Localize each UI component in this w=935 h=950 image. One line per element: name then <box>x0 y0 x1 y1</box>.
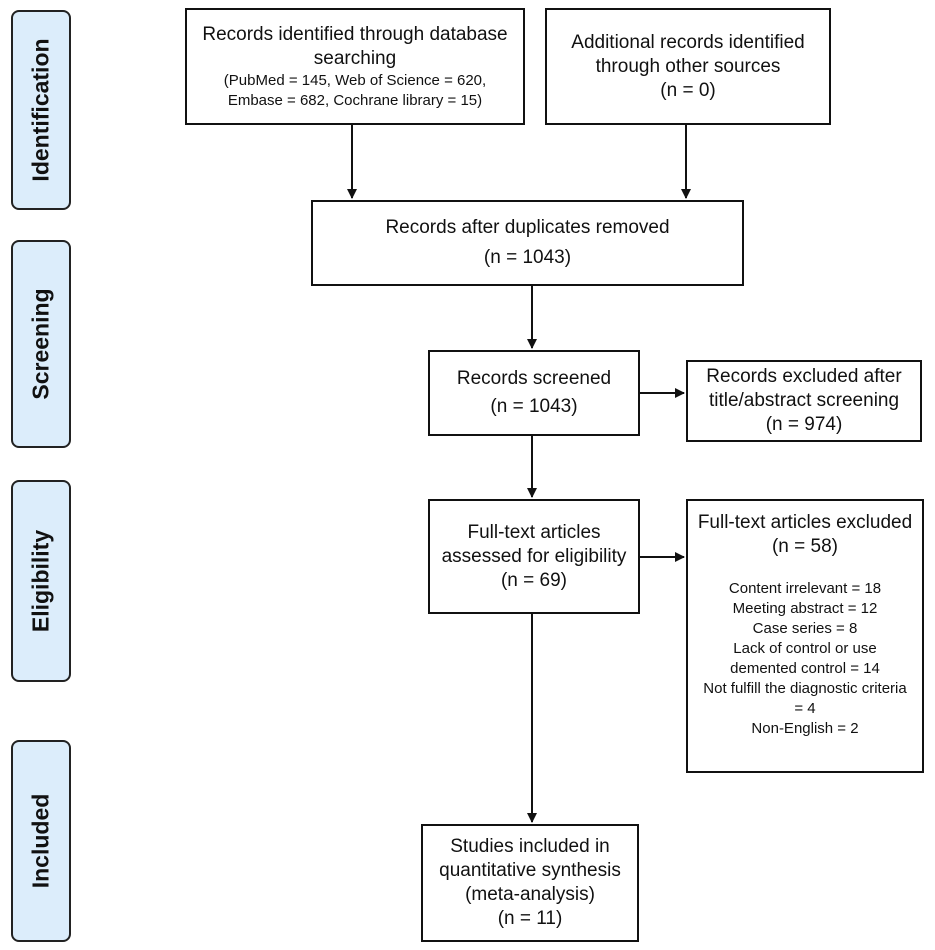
exclusion-reason: Non-English = 2 <box>751 720 859 737</box>
duplicates-removed-count: (n = 1043) <box>483 247 572 268</box>
other-sources-count: (n = 0) <box>660 79 716 101</box>
database-search-line-2: searching <box>313 47 397 69</box>
excluded-screening-line-1: Records excluded after <box>706 366 902 387</box>
database-search-box: Records identified through database sear… <box>185 8 525 125</box>
fulltext-excluded-line-1: Full-text articles excluded <box>697 512 913 533</box>
other-sources-box: Additional records identified through ot… <box>545 8 831 125</box>
excluded-screening-count: (n = 974) <box>765 414 843 435</box>
fulltext-excluded-box: Full-text articles excluded (n = 58) Con… <box>686 499 924 773</box>
phase-included: Included <box>11 740 71 942</box>
database-search-line-1: Records identified through database <box>202 23 508 45</box>
fulltext-assessed-line-2: assessed for eligibility <box>441 545 627 567</box>
fulltext-excluded-count: (n = 58) <box>771 536 838 557</box>
exclusion-reason: Content irrelevant = 18 <box>728 580 882 597</box>
records-screened-box: Records screened (n = 1043) <box>428 350 640 436</box>
phase-identification: Identification <box>11 10 71 210</box>
records-screened-count: (n = 1043) <box>490 396 578 417</box>
excluded-screening-line-2: title/abstract screening <box>708 390 900 411</box>
excluded-screening-box: Records excluded after title/abstract sc… <box>686 360 922 442</box>
phase-eligibility: Eligibility <box>11 480 71 682</box>
included-box: Studies included in quantitative synthes… <box>421 824 639 942</box>
fulltext-assessed-box: Full-text articles assessed for eligibil… <box>428 499 640 614</box>
other-sources-line-1: Additional records identified <box>571 31 805 53</box>
fulltext-assessed-count: (n = 69) <box>500 569 567 591</box>
exclusion-reason: demented control = 14 <box>730 660 880 677</box>
exclusion-reason: Lack of control or use <box>733 640 877 657</box>
included-line-1: Studies included in <box>450 836 610 857</box>
records-screened-line-1: Records screened <box>456 368 612 389</box>
exclusion-reason: Meeting abstract = 12 <box>732 600 878 617</box>
exclusion-reason: = 4 <box>794 700 816 717</box>
exclusion-reason: Not fulfill the diagnostic criteria <box>703 680 907 697</box>
included-count: (n = 11) <box>497 908 563 929</box>
database-search-line-3: (PubMed = 145, Web of Science = 620, <box>223 71 487 89</box>
included-line-3: (meta-analysis) <box>465 884 595 905</box>
phase-screening: Screening <box>11 240 71 448</box>
fulltext-assessed-line-1: Full-text articles <box>467 521 601 543</box>
duplicates-removed-box: Records after duplicates removed (n = 10… <box>311 200 744 286</box>
duplicates-removed-line-1: Records after duplicates removed <box>385 217 670 238</box>
included-line-2: quantitative synthesis <box>439 860 621 881</box>
exclusion-reason: Case series = 8 <box>752 620 858 637</box>
database-search-line-4: Embase = 682, Cochrane library = 15) <box>227 91 483 109</box>
other-sources-line-2: through other sources <box>595 55 781 77</box>
